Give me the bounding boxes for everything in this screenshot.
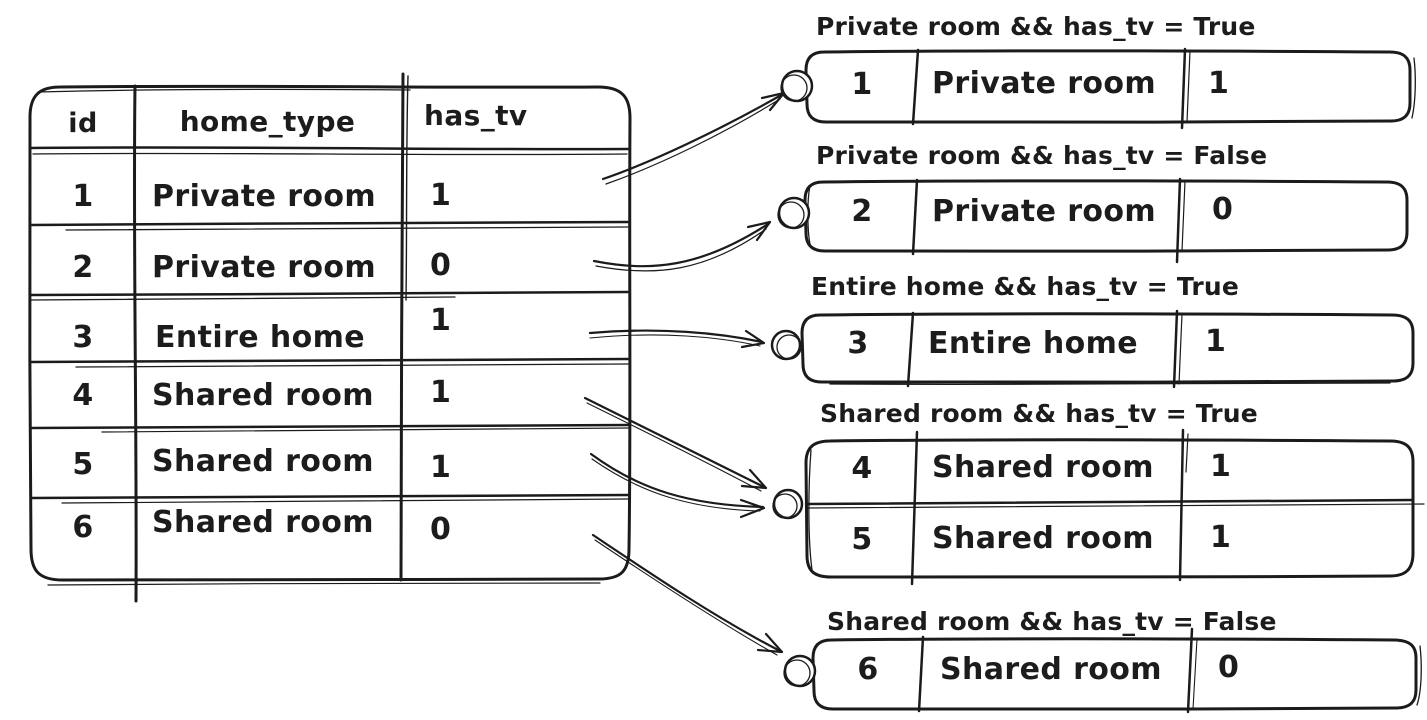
cell-home-type: Private room (152, 179, 377, 214)
group1-divider-1 (911, 48, 920, 126)
cell-home-type: Private room (152, 250, 377, 285)
cell-id: 3 (72, 320, 94, 355)
group1-connector-circle (780, 69, 814, 103)
cell-id: 6 (72, 510, 94, 545)
cell-has-tv: 0 (1212, 192, 1234, 227)
group5-divider-1 (917, 635, 925, 713)
group5-box (811, 637, 1418, 711)
group3-divider-2 (1172, 309, 1179, 389)
group4-box-overdraw (808, 449, 813, 571)
row-separator-overdraw (101, 427, 629, 433)
cell-home-type: Shared room (152, 378, 374, 413)
cell-home-type: Entire home (155, 320, 366, 355)
cell-has-tv: 1 (1210, 449, 1232, 484)
row-separator-overdraw (65, 226, 629, 231)
cell-id: 3 (847, 326, 869, 361)
cell-has-tv: 0 (430, 512, 452, 547)
row-separator-overdraw (61, 498, 629, 504)
group3-connector-circle (770, 329, 802, 361)
group3-divider-2-overdraw (1178, 313, 1183, 385)
group1-divider-2 (1180, 47, 1187, 130)
group4-row-separator (805, 498, 1414, 506)
group5-connector-circle (783, 654, 817, 688)
row-separator-overdraw (30, 296, 456, 301)
group-label: Shared room && has_tv = False (827, 607, 1277, 636)
main-header-has-tv: has_tv (424, 99, 528, 132)
group3-box-overdraw (829, 382, 1391, 386)
cell-has-tv: 0 (1218, 650, 1240, 685)
group4-row-separator-overdraw (806, 503, 1425, 509)
group5-divider-2 (1186, 627, 1194, 714)
row-separator (29, 357, 630, 364)
cell-home-type: Shared room (932, 450, 1154, 485)
main-column-divider-2 (399, 72, 405, 582)
cell-has-tv: 1 (1208, 66, 1230, 101)
row-separator (29, 423, 630, 430)
main-column-divider-1 (132, 84, 138, 603)
cell-home-type: Private room (932, 194, 1157, 229)
row-separator (29, 220, 630, 227)
main-header-id: id (68, 108, 98, 139)
group2-divider-2 (1175, 177, 1182, 264)
arrow-row2-to-group2 (592, 220, 772, 272)
group4-divider-2-overdraw (1185, 433, 1189, 473)
header-separator-overdraw (32, 152, 628, 156)
main-column-divider-2-overdraw (405, 75, 409, 301)
group-label: Entire home && has_tv = True (811, 272, 1240, 301)
group1-divider-2-overdraw (1186, 50, 1191, 123)
group-label: Private room && has_tv = False (816, 141, 1268, 170)
cell-id: 4 (72, 378, 94, 413)
arrow-row4-to-group4 (583, 396, 768, 492)
group2-connector-circle (777, 196, 811, 230)
cell-id: 6 (857, 652, 879, 687)
cell-home-type: Private room (932, 66, 1157, 101)
cell-home-type: Shared room (932, 521, 1154, 556)
group-label: Private room && has_tv = True (816, 12, 1256, 41)
row-separator (29, 290, 630, 297)
arrow-row1-to-group1 (601, 91, 786, 185)
arrow-row6-to-group5 (591, 533, 784, 656)
group3-box (800, 312, 1415, 384)
header-separator (29, 146, 630, 151)
cell-home-type: Shared room (940, 652, 1162, 687)
cell-id: 5 (851, 522, 873, 557)
cell-has-tv: 1 (430, 450, 452, 485)
cell-has-tv: 1 (1210, 520, 1232, 555)
cell-id: 2 (72, 250, 94, 285)
main-table-frame-overdraw-bottom (47, 582, 601, 586)
group1-box-overdraw (1411, 57, 1416, 119)
cell-has-tv: 1 (1205, 324, 1227, 359)
cell-has-tv: 1 (430, 375, 452, 410)
cell-home-type: Shared room (152, 505, 374, 540)
row-separator-overdraw (75, 363, 629, 368)
cell-has-tv: 1 (430, 303, 452, 338)
group2-divider-1 (911, 178, 919, 256)
group4-divider-1 (910, 430, 919, 586)
main-header-home-type: home_type (179, 105, 356, 138)
cell-has-tv: 0 (430, 248, 452, 283)
group5-divider-2-overdraw (1192, 638, 1198, 710)
cell-home-type: Shared room (152, 444, 374, 479)
group1-box (804, 49, 1412, 124)
arrow-row3-to-group3 (588, 329, 766, 349)
group-label: Shared room && has_tv = True (820, 399, 1258, 428)
cell-id: 1 (72, 179, 94, 214)
cell-home-type: Entire home (928, 326, 1139, 361)
main-table-frame-overdraw-top (37, 88, 411, 93)
cell-id: 2 (851, 194, 873, 229)
group5-box-overdraw (1416, 645, 1422, 706)
cell-id: 4 (851, 451, 873, 486)
row-separator (29, 493, 630, 500)
cell-id: 5 (72, 447, 94, 482)
arrow-row5-to-group4 (589, 452, 766, 519)
group3-divider-1 (906, 311, 915, 388)
group2-divider-2-overdraw (1181, 180, 1186, 252)
cell-id: 1 (851, 67, 873, 102)
group4-connector-circle (772, 488, 804, 520)
cell-has-tv: 1 (430, 178, 452, 213)
